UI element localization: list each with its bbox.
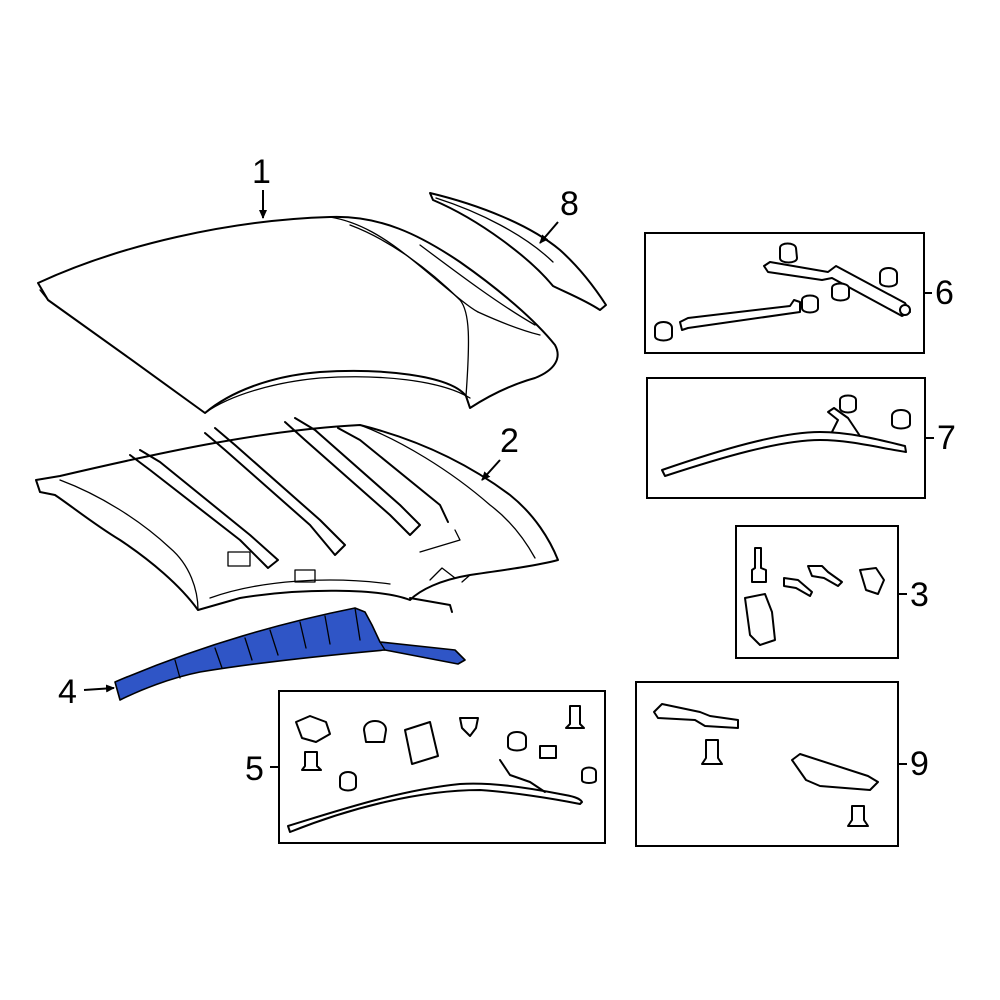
callout-4: 4	[58, 673, 115, 711]
callout-1: 1	[252, 153, 271, 219]
callout-8: 8	[539, 185, 579, 244]
callout-3: 3	[899, 576, 929, 614]
callout-9: 9	[899, 745, 929, 783]
svg-text:8: 8	[560, 185, 579, 223]
svg-text:3: 3	[910, 576, 929, 614]
part-2-headliner[interactable]	[35, 417, 559, 613]
svg-text:6: 6	[935, 274, 954, 312]
part-4-side-trim[interactable]	[114, 607, 466, 701]
svg-text:7: 7	[937, 419, 956, 457]
svg-text:9: 9	[910, 745, 929, 783]
part-9-kit-box[interactable]	[635, 681, 899, 847]
part-7-kit-box[interactable]	[646, 377, 926, 499]
callout-7: 7	[926, 419, 956, 457]
callout-2: 2	[481, 422, 519, 481]
svg-text:5: 5	[245, 750, 264, 788]
svg-text:4: 4	[58, 673, 77, 711]
part-5-kit-box[interactable]	[278, 690, 606, 844]
svg-text:1: 1	[252, 153, 271, 191]
part-1-roof-panel[interactable]	[37, 215, 559, 414]
callout-5: 5	[245, 750, 279, 788]
callout-6: 6	[924, 274, 954, 312]
part-8-rear-molding[interactable]	[429, 192, 607, 311]
part-6-kit-box[interactable]	[644, 232, 925, 354]
svg-text:2: 2	[500, 422, 519, 460]
part-3-kit-box[interactable]	[735, 525, 899, 659]
